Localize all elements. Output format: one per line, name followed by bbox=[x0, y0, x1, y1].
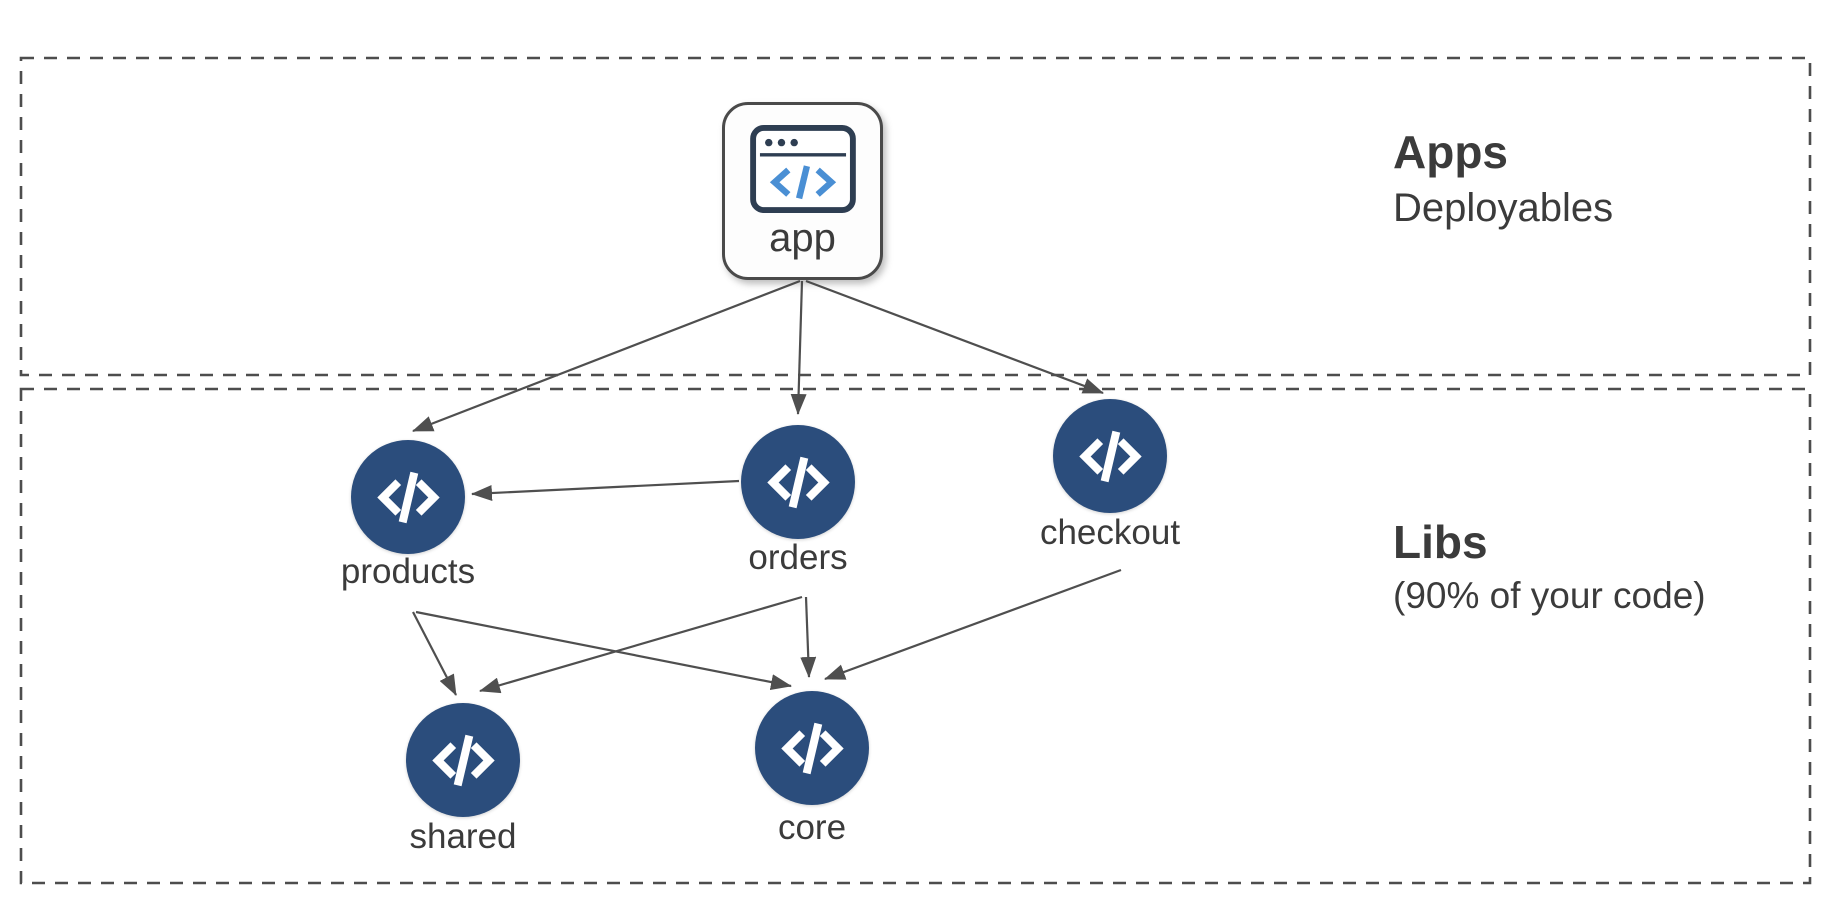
checkout-node bbox=[1053, 399, 1167, 513]
libs-section-subtitle: (90% of your code) bbox=[1393, 574, 1706, 616]
edge-products-core bbox=[415, 610, 792, 690]
edge-orders-core bbox=[800, 596, 817, 678]
shared-label: shared bbox=[409, 817, 517, 856]
edge-app-checkout bbox=[805, 279, 1104, 395]
section-box-libs bbox=[19, 387, 1812, 885]
code-icon bbox=[1078, 430, 1142, 482]
shared-node bbox=[406, 703, 520, 817]
app-node: app bbox=[722, 102, 883, 280]
section-box-apps bbox=[19, 56, 1812, 377]
code-icon bbox=[766, 456, 830, 508]
edge-orders-products bbox=[471, 479, 740, 502]
code-icon bbox=[780, 722, 844, 774]
browser-code-icon bbox=[749, 124, 857, 214]
edge-app-orders bbox=[790, 280, 807, 415]
apps-section-subtitle: Deployables bbox=[1393, 185, 1614, 230]
apps-section-title: Apps bbox=[1393, 126, 1508, 178]
edge-app-products bbox=[412, 279, 801, 433]
products-label: products bbox=[340, 552, 476, 591]
products-node bbox=[351, 440, 465, 554]
code-icon bbox=[376, 471, 440, 523]
checkout-label: checkout bbox=[1039, 513, 1181, 552]
edge-checkout-core bbox=[824, 568, 1122, 681]
app-label: app bbox=[769, 216, 836, 260]
orders-node bbox=[741, 425, 855, 539]
edge-products-shared bbox=[412, 611, 457, 696]
code-icon bbox=[431, 734, 495, 786]
orders-label: orders bbox=[748, 538, 848, 577]
edge-orders-shared bbox=[479, 595, 803, 694]
core-label: core bbox=[777, 808, 847, 847]
libs-section-title: Libs bbox=[1393, 516, 1488, 568]
libs-section-labels: Libs (90% of your code) bbox=[1393, 516, 1706, 617]
apps-section-labels: Apps Deployables bbox=[1393, 126, 1613, 230]
core-node bbox=[755, 691, 869, 805]
